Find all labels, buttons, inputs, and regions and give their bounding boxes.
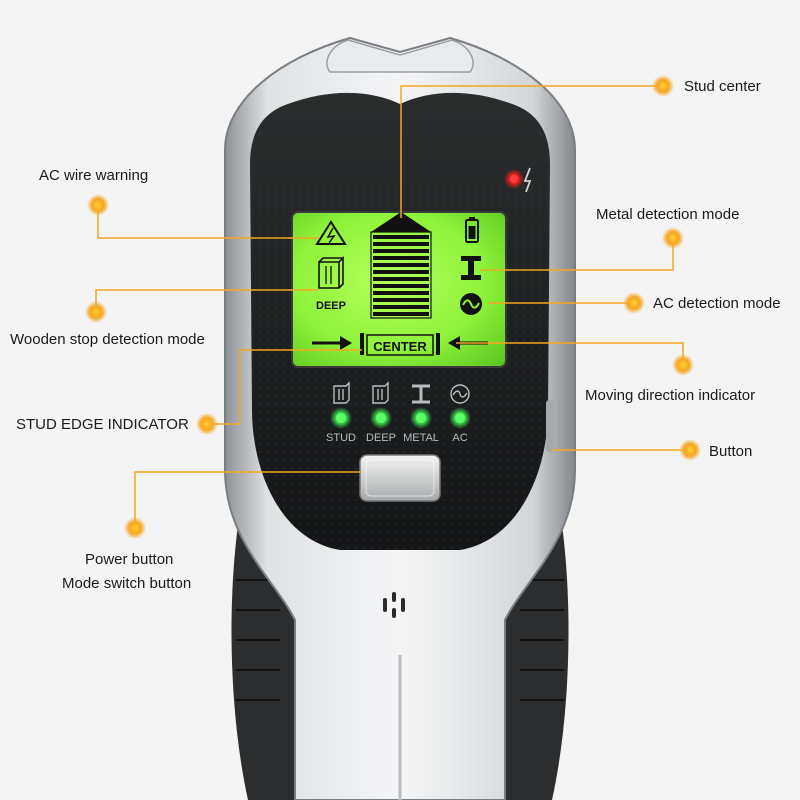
label-moving-direction-indicator: Moving direction indicator	[585, 387, 756, 404]
warning-led	[504, 169, 524, 189]
left-edge-marker	[360, 333, 364, 355]
label-stud-edge-indicator: STUD EDGE INDICATOR	[16, 416, 189, 433]
side-button[interactable]	[546, 400, 554, 452]
arrow-right-icon	[312, 336, 352, 350]
center-box	[366, 334, 434, 356]
metal-beam-icon	[461, 256, 481, 280]
power-mode-button[interactable]	[359, 454, 441, 502]
indicator-label-stud: STUD	[326, 432, 356, 444]
indicator-label-deep: DEEP	[366, 432, 396, 444]
ac-wave-icon	[460, 293, 482, 315]
ac-warning-icon	[315, 220, 347, 245]
battery-icon	[465, 217, 479, 243]
ac-mode-icon	[450, 384, 470, 404]
lcd-deep-label: DEEP	[316, 300, 346, 312]
label-stud-center: Stud center	[684, 78, 761, 95]
label-mode-switch-button: Mode switch button	[62, 575, 192, 592]
deep-mode-icon	[372, 381, 389, 404]
indicator-label-ac: AC	[452, 432, 467, 444]
lightning-icon	[523, 167, 532, 193]
indicator-label-metal: METAL	[403, 432, 439, 444]
label-metal-detection-mode: Metal detection mode	[596, 206, 740, 223]
label-button: Button	[709, 443, 753, 460]
stud-mode-icon	[333, 381, 350, 404]
wood-stud-icon	[318, 256, 344, 289]
center-bar-graph	[370, 212, 432, 319]
label-power-button: Power button	[85, 551, 174, 568]
lcd-center-label: CENTER	[373, 339, 427, 354]
indicator-leds	[330, 407, 471, 429]
callout-dots	[85, 75, 701, 539]
top-notch	[326, 39, 474, 73]
right-edge-marker	[436, 333, 440, 355]
label-ac-detection-mode: AC detection mode	[653, 295, 781, 312]
speaker-icon	[383, 592, 405, 618]
metal-mode-icon	[412, 384, 430, 404]
label-wooden-stop-detection-mode: Wooden stop detection mode	[10, 331, 205, 348]
label-ac-wire-warning: AC wire warning	[39, 167, 149, 184]
indicator-icons	[333, 381, 470, 404]
